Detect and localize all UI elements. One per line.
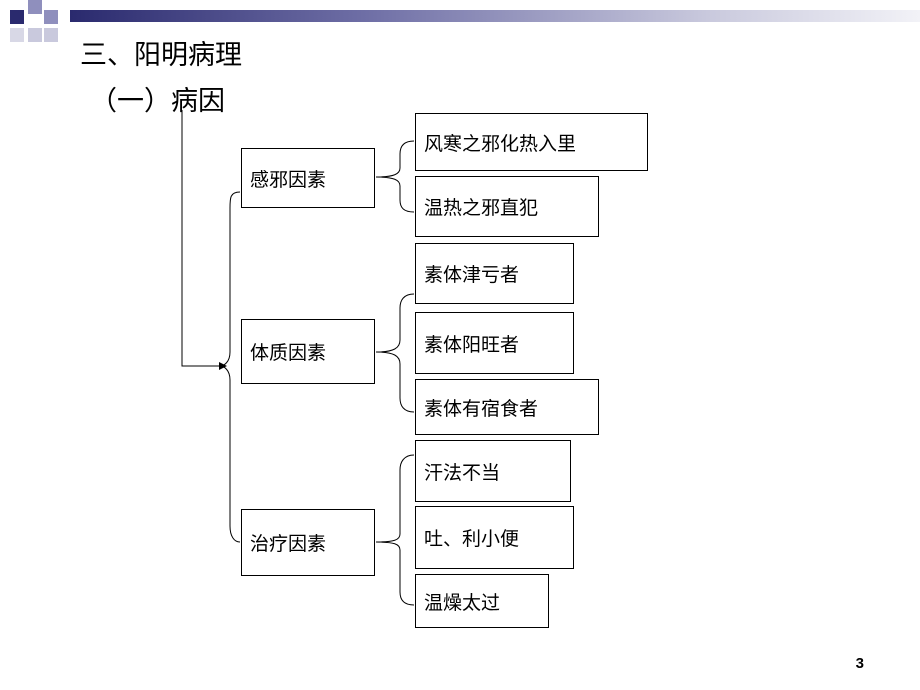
corner-square-3	[44, 10, 58, 24]
item-box: 温燥太过	[415, 574, 549, 628]
item-box: 温热之邪直犯	[415, 176, 599, 237]
category-box-2: 体质因素	[241, 319, 375, 384]
bracket-2	[375, 293, 415, 413]
corner-square-2	[28, 0, 42, 14]
category-label: 体质因素	[250, 342, 327, 364]
item-box: 素体阳旺者	[415, 312, 574, 374]
slide-title: 三、阳明病理	[80, 40, 242, 71]
category-box-3: 治疗因素	[241, 509, 375, 576]
item-label: 素体津亏者	[424, 264, 520, 286]
corner-square-5	[44, 28, 58, 42]
item-box: 吐、利小便	[415, 506, 574, 569]
bracket-3	[375, 454, 415, 606]
header-gradient-bar	[70, 10, 920, 22]
item-box: 素体有宿食者	[415, 379, 599, 435]
main-bracket	[219, 191, 241, 543]
category-label: 治疗因素	[250, 533, 327, 555]
bracket-1	[375, 140, 415, 213]
item-box: 汗法不当	[415, 440, 571, 502]
item-label: 风寒之邪化热入里	[424, 132, 577, 155]
slide-subtitle: （一）病因	[90, 86, 225, 117]
item-label: 素体阳旺者	[424, 333, 520, 356]
category-label: 感邪因素	[250, 168, 327, 191]
item-label: 素体有宿食者	[424, 397, 539, 420]
item-label: 温燥太过	[424, 591, 501, 614]
item-label: 温热之邪直犯	[424, 197, 539, 219]
page-number: 3	[855, 655, 864, 672]
category-box-1: 感邪因素	[241, 148, 375, 208]
item-label: 吐、利小便	[424, 528, 520, 550]
pointer-line	[181, 110, 227, 370]
item-label: 汗法不当	[424, 461, 501, 484]
item-box: 素体津亏者	[415, 243, 574, 304]
corner-square-1	[10, 10, 24, 24]
item-box: 风寒之邪化热入里	[415, 113, 648, 171]
corner-square-6	[10, 28, 24, 42]
corner-square-4	[28, 28, 42, 42]
